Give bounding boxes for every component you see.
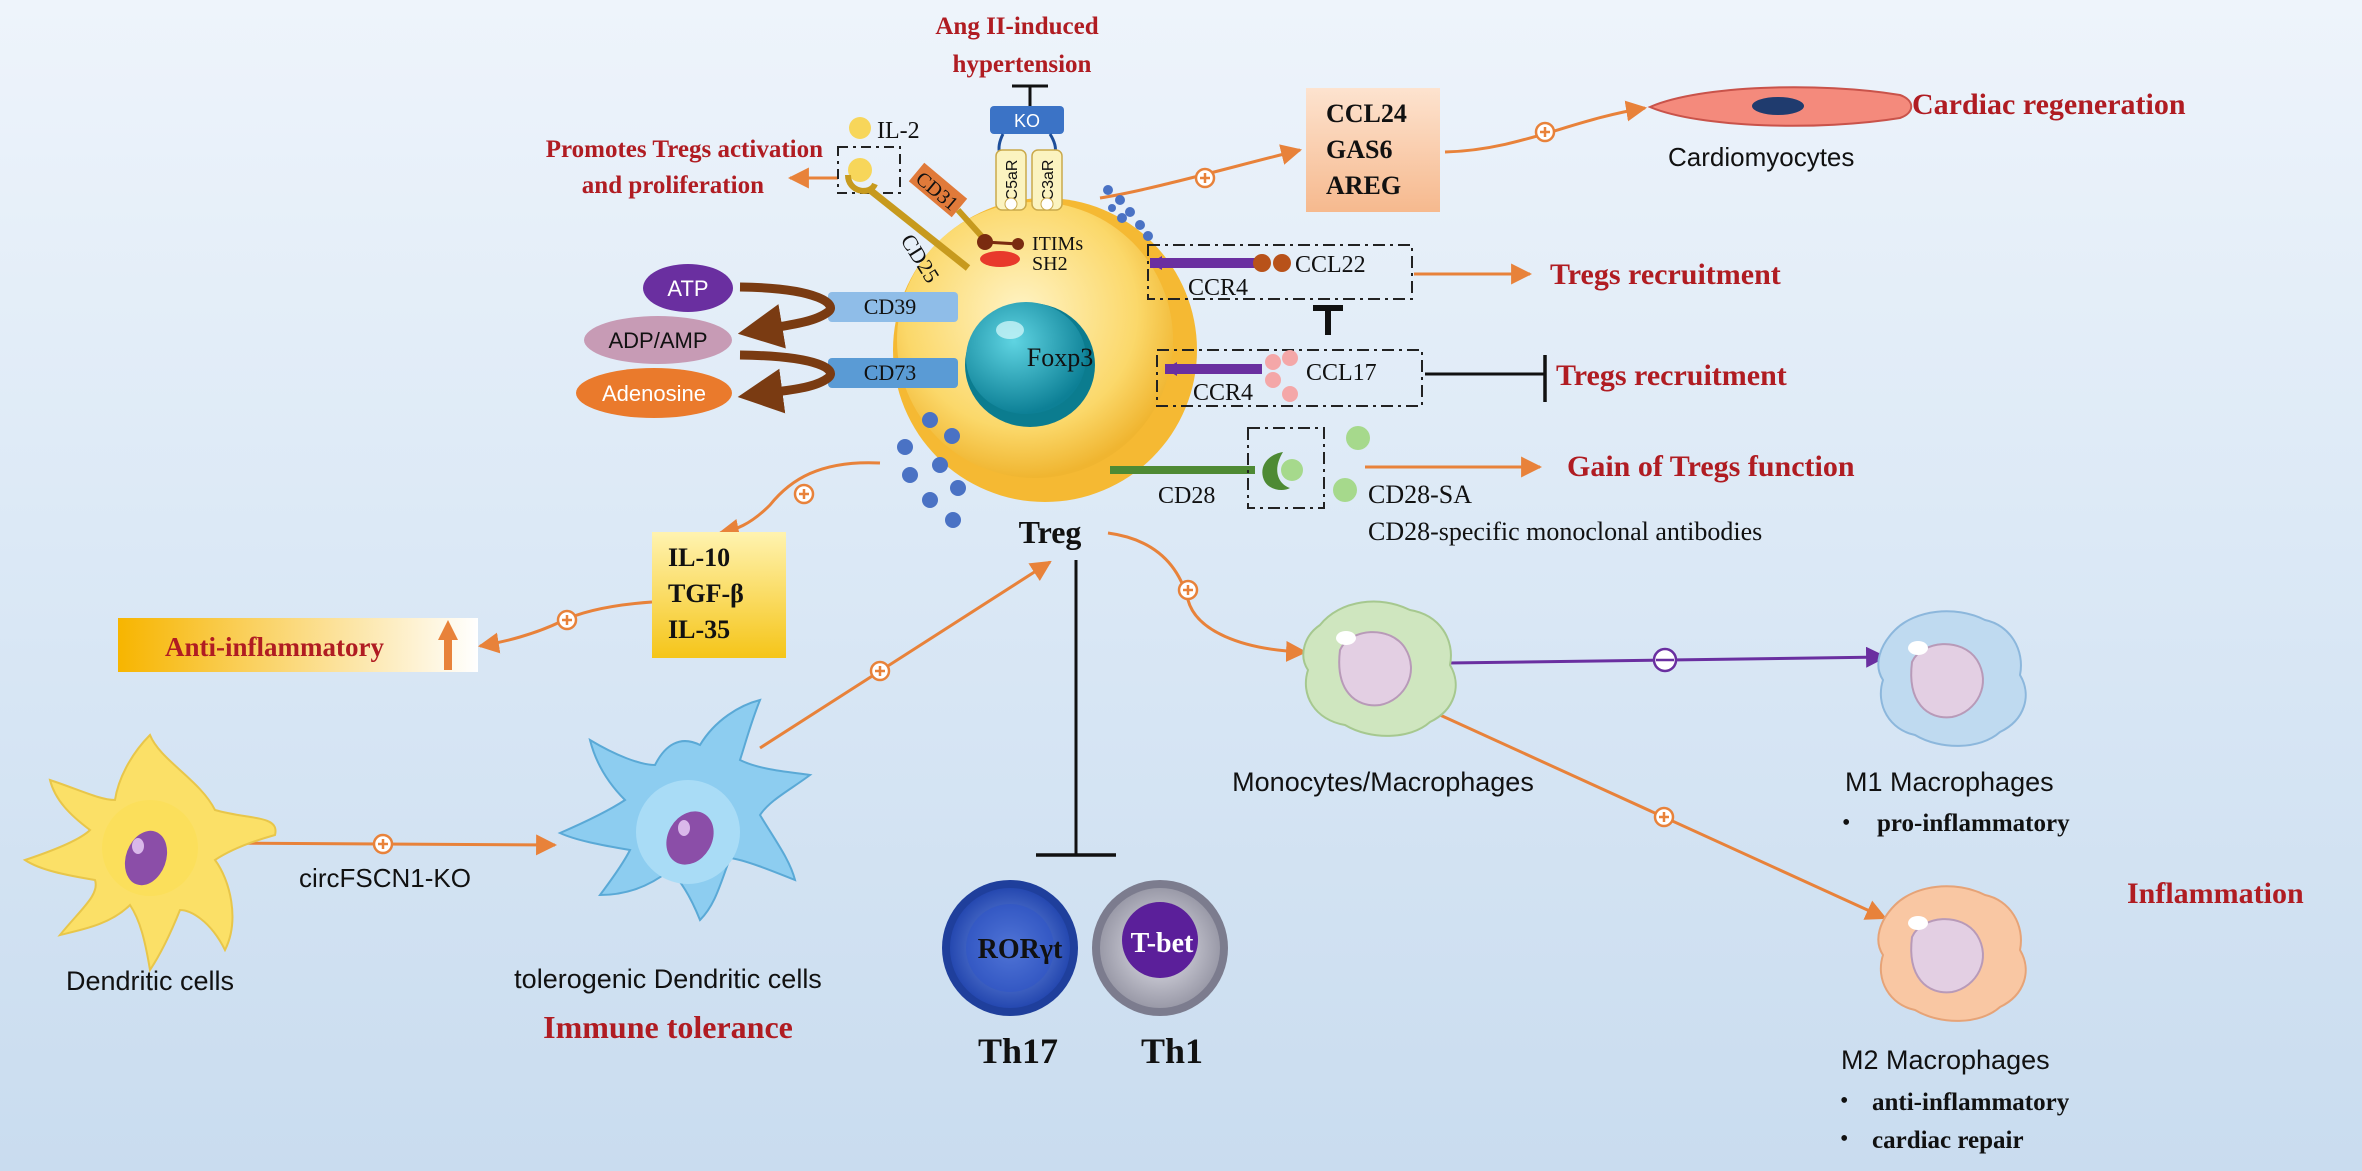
monocyte-cell xyxy=(1302,600,1457,737)
plus-icon xyxy=(372,833,394,855)
angii-label: Ang II-induced xyxy=(935,13,1098,40)
ectoenzymes: CD39 CD73 ATP ADP/AMP Adenosine xyxy=(576,264,958,418)
atp-label: ATP xyxy=(667,276,708,301)
plus-icon xyxy=(1653,806,1675,828)
plus-icon xyxy=(1534,121,1556,143)
dendritic-cells-label: Dendritic cells xyxy=(66,966,234,996)
plus-icon xyxy=(793,483,815,505)
ccl24-label: CCL24 xyxy=(1326,99,1407,128)
atp-ellipse xyxy=(643,264,733,312)
secreted-dots xyxy=(897,185,1153,528)
cd28-complex: CD28 xyxy=(1110,426,1370,509)
il2-label: IL-2 xyxy=(877,118,920,144)
c5ar-label: C5aR xyxy=(1004,160,1021,201)
tregs-recruitment-2: Tregs recruitment xyxy=(1556,359,1787,392)
text-labels: Ang II-induced hypertension IL-2 Promote… xyxy=(66,13,2304,1154)
cd28-mab-label: CD28-specific monoclonal antibodies xyxy=(1368,517,1762,546)
anti-inflammatory-label: Anti-inflammatory xyxy=(165,632,384,662)
treg-label: Treg xyxy=(1019,514,1082,550)
inflammation-label: Inflammation xyxy=(2127,877,2304,910)
cd73-label: CD73 xyxy=(864,360,917,385)
m2-bullet-1: anti-inflammatory xyxy=(1872,1089,2070,1116)
th1-label: Th1 xyxy=(1141,1031,1203,1071)
areg-label: AREG xyxy=(1326,171,1401,200)
il10-label: IL-10 xyxy=(668,543,730,572)
adp-label: ADP/AMP xyxy=(608,328,707,353)
m2-bullet-dot-1: • xyxy=(1840,1088,1848,1114)
plus-icon xyxy=(869,660,891,682)
itims-label: ITIMs xyxy=(1032,233,1083,255)
m1-bullet-dot: • xyxy=(1842,810,1850,836)
arrow-treg-to-ccl24 xyxy=(1099,144,1303,200)
gain-function-label: Gain of Tregs function xyxy=(1567,450,1855,483)
promotes-line1: Promotes Tregs activation xyxy=(546,136,823,163)
gas6-label: GAS6 xyxy=(1326,135,1392,164)
immune-tolerance-label: Immune tolerance xyxy=(543,1009,793,1045)
m2-macrophage-cell xyxy=(1877,885,2027,1022)
cd39-label: CD39 xyxy=(864,294,917,319)
adp-ellipse xyxy=(584,316,732,364)
tregs-recruitment-1: Tregs recruitment xyxy=(1550,258,1781,291)
il35-label: IL-35 xyxy=(668,615,730,644)
m1-macrophage-cell xyxy=(1877,610,2027,747)
cd73-bar xyxy=(828,358,958,388)
cd31-complex: CD31 ITIMs SH2 xyxy=(908,162,1083,275)
adenosine-ellipse xyxy=(576,368,732,418)
monocytes-label: Monocytes/Macrophages xyxy=(1232,767,1534,797)
th17-cell: RORγt xyxy=(942,880,1078,1016)
ccl24-box: CCL24 GAS6 AREG xyxy=(1306,88,1440,212)
hypertension-label: hypertension xyxy=(953,51,1092,78)
tolerogenic-dendritic-cell xyxy=(557,698,813,922)
cardiac-regeneration-label: Cardiac regeneration xyxy=(1912,88,2186,121)
plus-icon xyxy=(1177,579,1199,601)
plus-icon xyxy=(556,609,578,631)
cardiomyocyte-cell xyxy=(1647,86,1913,127)
ccr4-label-a: CCR4 xyxy=(1188,275,1248,301)
th17-label: Th17 xyxy=(978,1031,1058,1071)
tbet-label: T-bet xyxy=(1131,928,1194,959)
plus-icon xyxy=(1194,167,1216,189)
ko-label: KO xyxy=(1014,111,1040,131)
arrow-treg-to-monocytes xyxy=(1107,531,1308,662)
c3ar-label: C3aR xyxy=(1040,160,1057,201)
cd39-bar xyxy=(828,292,958,322)
m1-bullet: pro-inflammatory xyxy=(1877,810,2070,837)
rorgt-label: RORγt xyxy=(978,934,1063,965)
cd28-sa-label: CD28-SA xyxy=(1368,480,1472,509)
dendritic-cell xyxy=(22,733,277,973)
tolerogenic-dc-label: tolerogenic Dendritic cells xyxy=(514,964,822,994)
arrow-tdc-to-treg xyxy=(759,560,1052,750)
treg-cell: Foxp3 xyxy=(893,198,1197,502)
up-arrow-icon xyxy=(444,636,452,670)
ccr4-label-b: CCR4 xyxy=(1193,380,1253,406)
circfscn1-label: circFSCN1-KO xyxy=(299,863,471,893)
arrow-treg-to-il10 xyxy=(717,461,881,540)
foxp3-label: Foxp3 xyxy=(1027,343,1093,372)
ccl22-complex: CCR4 CCL22 xyxy=(1147,244,1413,301)
cd28-label: CD28 xyxy=(1158,483,1215,509)
adenosine-label: Adenosine xyxy=(602,381,706,406)
m1-label: M1 Macrophages xyxy=(1845,767,2054,797)
m2-label: M2 Macrophages xyxy=(1841,1045,2050,1075)
th1-cell: T-bet xyxy=(1092,880,1228,1016)
ccl17-label: CCL17 xyxy=(1306,360,1377,386)
cardiomyocytes-label: Cardiomyocytes xyxy=(1668,142,1854,172)
ccl22-label: CCL22 xyxy=(1295,252,1366,278)
tgfb-label: TGF-β xyxy=(668,579,744,608)
promotes-line2: and proliferation xyxy=(582,172,764,199)
m2-bullet-dot-2: • xyxy=(1840,1126,1848,1152)
anti-inflammatory-banner: Anti-inflammatory xyxy=(118,618,478,672)
complement-receptors: KO C5aR C3aR xyxy=(990,106,1064,211)
il10-box: IL-10 TGF-β IL-35 xyxy=(652,532,786,658)
ccl17-complex: CCR4 CCL17 xyxy=(1156,349,1423,407)
m2-bullet-2: cardiac repair xyxy=(1872,1127,2024,1154)
sh2-label: SH2 xyxy=(1032,253,1068,275)
il2-dot xyxy=(849,117,871,139)
